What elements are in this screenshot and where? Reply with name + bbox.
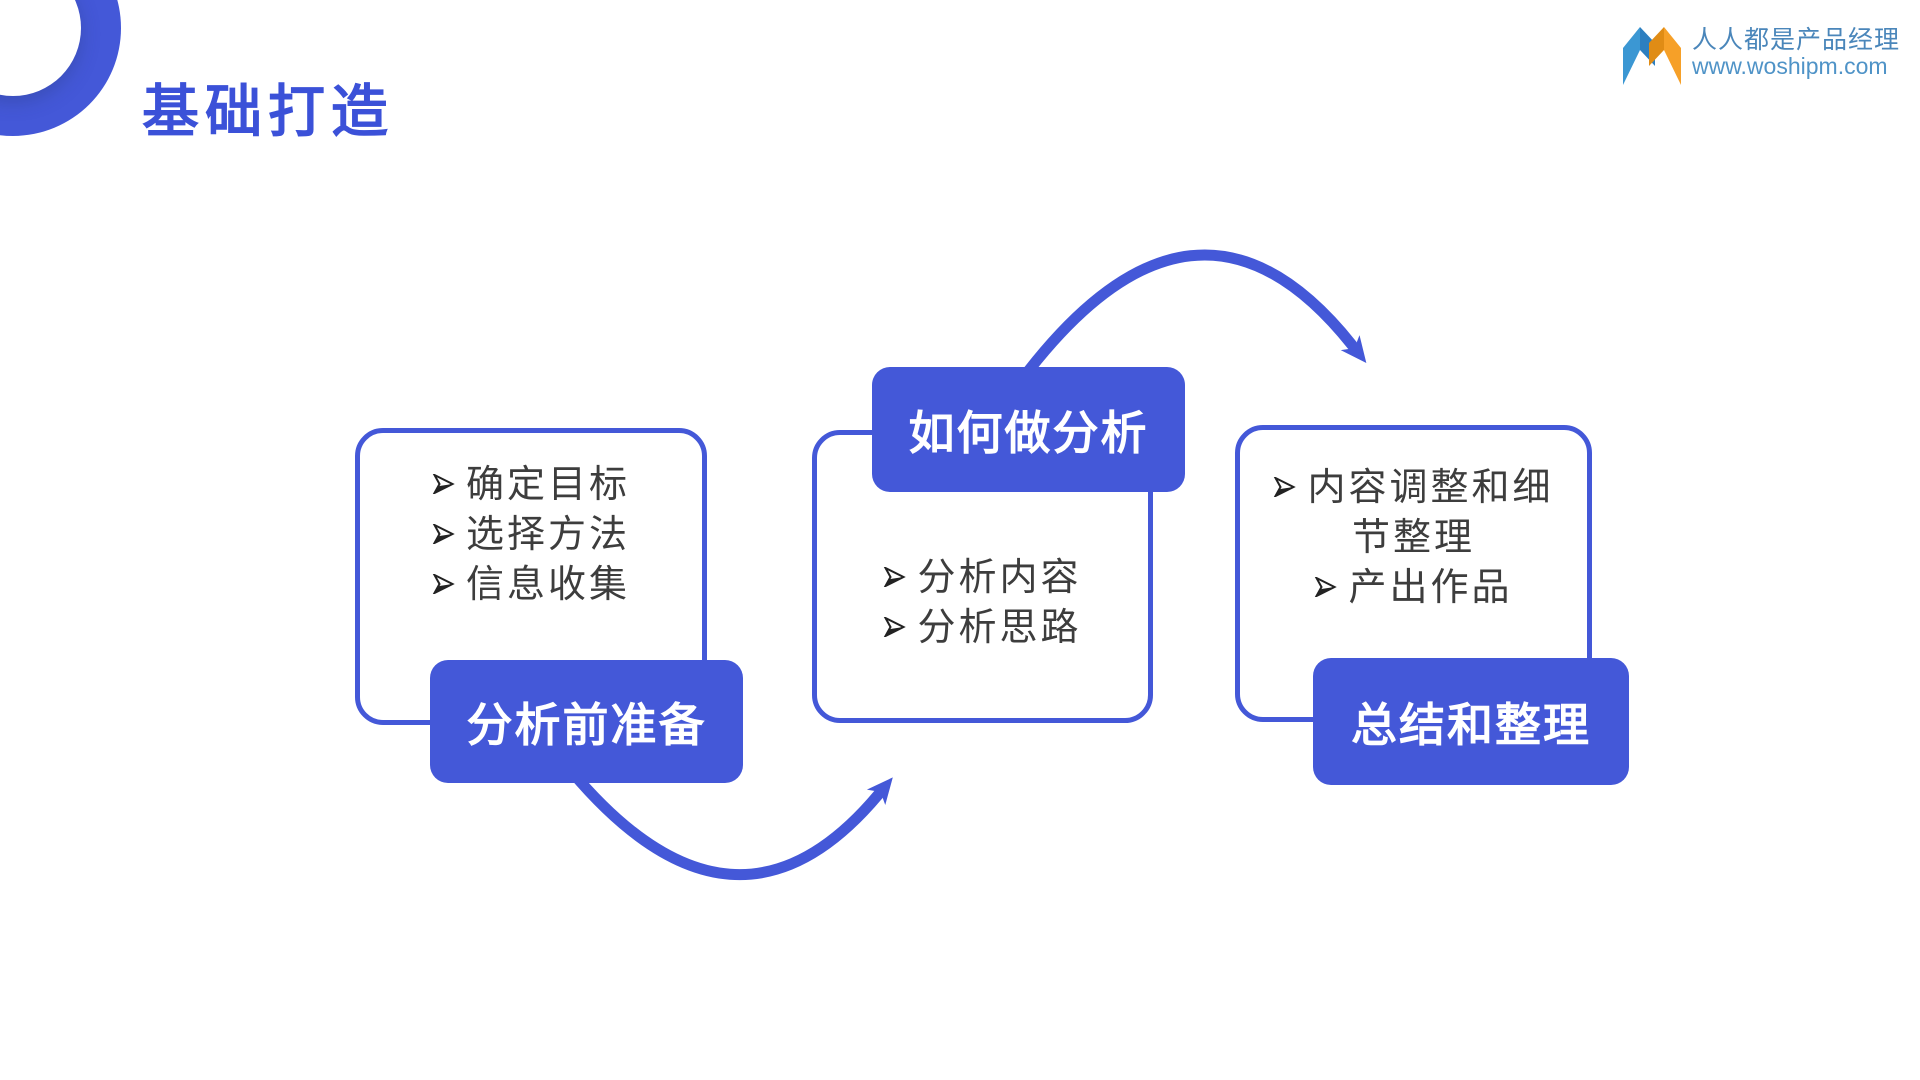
logo-name: 人人都是产品经理 [1691, 25, 1900, 54]
bullet-list: 内容调整和细节整理 产出作品 [1240, 430, 1587, 613]
step-label-preparation: 分析前准备 [430, 660, 743, 783]
list-item-text: 确定目标 [465, 464, 630, 506]
list-item: 产出作品 [1314, 563, 1512, 613]
arrowhead-bullet-icon [432, 507, 455, 546]
arrowhead-bullet-icon [883, 550, 907, 589]
list-item-text: 产出作品 [1348, 567, 1513, 609]
bullet-list: 确定目标 选择方法 信息收集 [360, 433, 702, 610]
list-item: 内容调整和细节整理 [1256, 463, 1572, 563]
flow-arrow-top [1014, 249, 1367, 388]
woshipm-logo: 人人都是产品经理 www.woshipm.com [1620, 20, 1900, 86]
logo-url: www.woshipm.com [1691, 53, 1888, 80]
bullet-list: 分析内容 分析思路 [817, 435, 1148, 653]
arrowhead-bullet-icon [883, 600, 907, 639]
arrowhead-bullet-icon [432, 457, 455, 496]
woshipm-m-icon [1622, 27, 1681, 85]
list-item-text: 选择方法 [465, 514, 630, 556]
woshipm-logo-text: 人人都是产品经理 www.woshipm.com [1691, 25, 1900, 80]
list-item: 信息收集 [432, 560, 630, 610]
step-label-summary: 总结和整理 [1313, 658, 1629, 785]
list-item: 分析思路 [883, 603, 1081, 653]
flow-arrow-bottom [566, 766, 893, 881]
slide-title: 基础打造 [142, 80, 394, 144]
list-item-text: 分析内容 [917, 557, 1082, 599]
arrowhead-bullet-icon [1273, 460, 1297, 499]
list-item-text: 内容调整和细节整理 [1307, 467, 1554, 559]
list-item-text: 分析思路 [917, 607, 1082, 649]
step-label-analysis: 如何做分析 [872, 367, 1185, 492]
arrowhead-bullet-icon [1314, 560, 1338, 599]
list-item: 选择方法 [432, 510, 630, 560]
list-item: 确定目标 [432, 460, 630, 510]
list-item-text: 信息收集 [465, 564, 630, 606]
list-item: 分析内容 [883, 553, 1081, 603]
arrowhead-bullet-icon [432, 557, 455, 596]
